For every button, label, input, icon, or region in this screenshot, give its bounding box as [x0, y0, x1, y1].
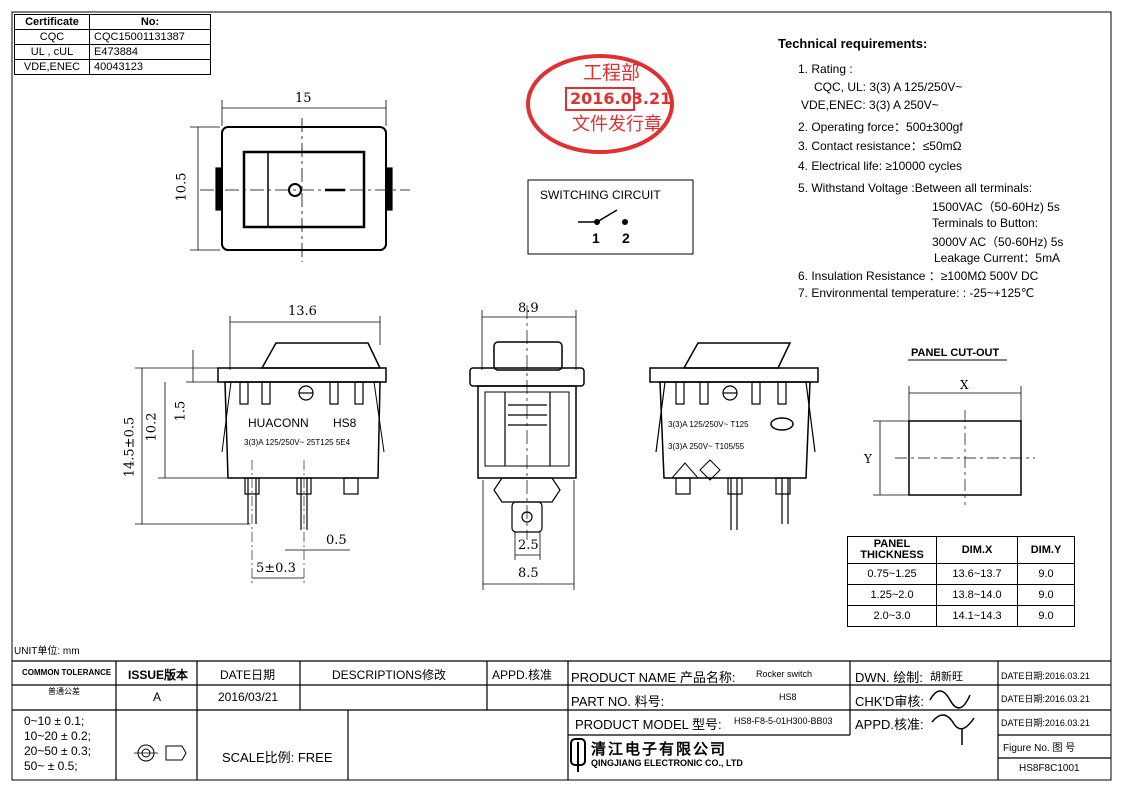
dim-end-width: 8.9: [518, 301, 539, 316]
panel-cutout-title: PANEL CUT-OUT: [911, 347, 1000, 359]
product-name-value: Rocker switch: [756, 669, 813, 679]
figure-no-label: Figure No. 图 号: [1003, 743, 1076, 754]
tolerance-line: 0~10 ± 0.1;: [24, 714, 85, 728]
tolerance-line: 10~20 ± 0.2;: [24, 729, 91, 743]
dim-terminal-pitch: 5±0.3: [256, 561, 296, 576]
common-tolerance-label: COMMON TOLERANCE: [22, 668, 112, 677]
tech-req-line: 7. Environmental temperature: : -25~+125…: [798, 286, 1035, 300]
company-name-en: QINGJIANG ELECTRONIC CO., LTD: [591, 758, 743, 768]
product-model-label: PRODUCT MODEL 型号:: [575, 717, 722, 732]
tech-req-line: 1. Rating :: [798, 62, 853, 76]
tech-req-line: 3. Contact resistance：≤50mΩ: [798, 139, 962, 153]
date-row: DATE日期:2016.03.21: [1001, 718, 1090, 728]
tech-req-line: VDE,ENEC: 3(3) A 250V~: [801, 98, 939, 112]
dim-side-flange: 1.5: [173, 400, 189, 422]
certificate-table: Certificate No: CQC CQC15001131387 UL , …: [14, 14, 211, 75]
stamp-date: 2016.03.21: [570, 89, 672, 108]
panel-header: PANEL THICKNESS: [847, 536, 937, 564]
tech-req-title: Technical requirements:: [778, 36, 928, 51]
rating-marking-right-2: 3(3)A 250V~ T105/55: [668, 442, 745, 451]
panel-header-thickness: PANEL THICKNESS: [860, 538, 924, 561]
tech-req-line: Terminals to Button:: [932, 216, 1039, 230]
chkd-label: CHK'D审核:: [855, 694, 924, 709]
panel-header-dim-y: DIM.Y: [1017, 536, 1075, 564]
tech-req-line: 5. Withstand Voltage :Between all termin…: [798, 181, 1033, 195]
cert-number: 40043123: [89, 59, 211, 75]
panel-y-label: Y: [864, 452, 872, 466]
engineering-stamp: [526, 54, 674, 154]
cert-type: UL , cUL: [14, 44, 90, 60]
date-label: DATE日期: [220, 668, 276, 682]
dim-top-width: 15: [295, 91, 312, 106]
panel-cell: 9.0: [1017, 605, 1075, 627]
dim-end-bottom: 8.5: [518, 566, 539, 581]
unit-label: UNIT单位: mm: [14, 646, 80, 657]
dim-end-terminal: 2.5: [518, 538, 539, 553]
tech-req-line: 1500VAC（50-60Hz) 5s: [932, 200, 1060, 214]
panel-cell: 13.6~13.7: [936, 563, 1018, 585]
tech-req-line: 4. Electrical life: ≥10000 cycles: [798, 159, 962, 173]
tech-req-line: 6. Insulation Resistance ：≥100MΩ 500V DC: [798, 269, 1039, 283]
figure-no-value: HS8F8C1001: [1019, 763, 1080, 774]
tech-req-line: CQC, UL: 3(3) A 125/250V~: [814, 80, 963, 94]
brand-marking: HUACONN: [248, 416, 309, 430]
part-no-label: PART NO. 料号:: [571, 694, 665, 709]
dim-side-total-height: 14.5±0.5: [122, 416, 138, 478]
panel-header-dim-x: DIM.X: [936, 536, 1018, 564]
rating-marking: 3(3)A 125/250V~ 25T125 5E4: [244, 438, 351, 447]
tolerance-line: 50~ ± 0.5;: [24, 759, 78, 773]
stamp-dept: 工程部: [583, 62, 641, 84]
panel-cutout-table: PANEL THICKNESS DIM.X DIM.Y 0.75~1.25 13…: [847, 536, 1075, 627]
product-model-value: HS8-F8-5-01H300-BB03: [734, 716, 833, 726]
date-row: DATE日期:2016.03.21: [1001, 671, 1090, 681]
product-name-label: PRODUCT NAME 产品名称:: [571, 670, 736, 685]
appd-label: APPD.核准: [492, 668, 553, 682]
dim-top-height: 10.5: [174, 172, 190, 202]
tech-req-line: 2. Operating force：500±300gf: [798, 120, 963, 134]
rating-marking-right-1: 3(3)A 125/250V~ T125: [668, 420, 749, 429]
panel-x-label: X: [960, 378, 969, 392]
dim-terminal-thickness: 0.5: [326, 533, 347, 548]
panel-cell: 0.75~1.25: [847, 563, 937, 585]
dwn-label: DWN. 绘制:: [855, 670, 923, 685]
model-marking: HS8: [333, 416, 357, 430]
issue-value: A: [153, 690, 162, 704]
dim-side-body-height: 10.2: [144, 412, 160, 442]
cert-type: VDE,ENEC: [14, 59, 90, 75]
tech-req-line: Leakage Current：5mA: [934, 251, 1061, 265]
switching-circuit-title: SWITCHING CIRCUIT: [540, 188, 661, 202]
panel-cell: 2.0~3.0: [847, 605, 937, 627]
descriptions-label: DESCRIPTIONS修改: [332, 668, 447, 682]
common-tolerance-cn: 普通公差: [48, 687, 80, 696]
dwn-value: 胡新旺: [930, 671, 963, 683]
dim-side-width: 13.6: [288, 304, 317, 319]
pin-2-label: 2: [622, 230, 630, 246]
company-name-cn: 清江电子有限公司: [591, 741, 728, 758]
tolerance-line: 20~50 ± 0.3;: [24, 744, 91, 758]
pin-1-label: 1: [592, 230, 600, 246]
tech-req-line: 3000V AC（50-60Hz) 5s: [932, 235, 1064, 249]
part-no-value: HS8: [779, 692, 797, 702]
issue-label: ISSUE版本: [128, 668, 189, 682]
panel-cell: 1.25~2.0: [847, 584, 937, 606]
date-value: 2016/03/21: [218, 690, 279, 704]
panel-cell: 9.0: [1017, 563, 1075, 585]
panel-cell: 13.8~14.0: [936, 584, 1018, 606]
scale-label: SCALE比例: FREE: [222, 750, 333, 765]
panel-cell: 9.0: [1017, 584, 1075, 606]
panel-cell: 14.1~14.3: [936, 605, 1018, 627]
appd2-label: APPD.核准:: [855, 717, 924, 732]
stamp-seal: 文件发行章: [572, 114, 662, 135]
date-row: DATE日期:2016.03.21: [1001, 694, 1090, 704]
